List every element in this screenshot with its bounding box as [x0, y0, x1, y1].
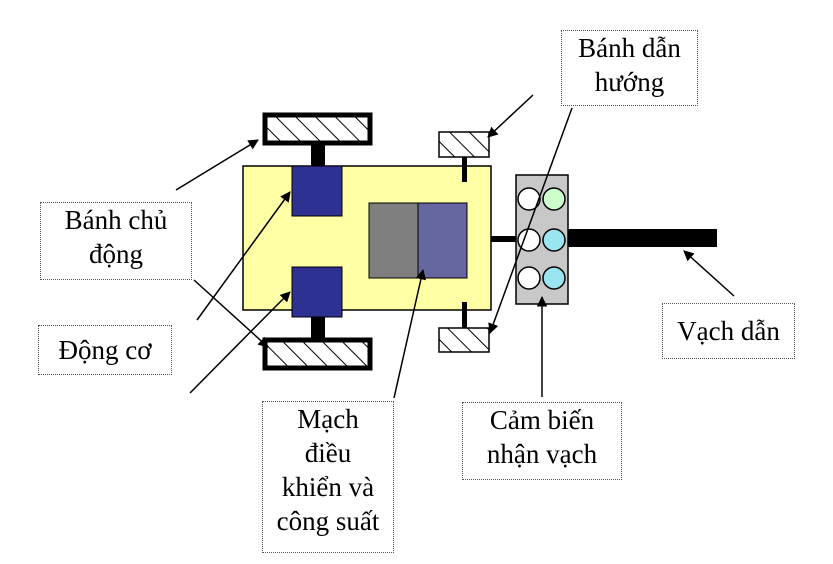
- leader-drive-wheel-bottom: [193, 279, 269, 348]
- leader-guide-line: [683, 250, 735, 297]
- leader-control-circuit: [393, 268, 427, 399]
- sensor-led: [517, 187, 541, 211]
- sensor-led: [542, 266, 566, 290]
- leader-motor-bottom: [189, 291, 291, 394]
- leader-steer-wheel-bottom: [488, 107, 573, 334]
- leader-steer-wheel-top: [487, 94, 534, 138]
- sensor-led: [542, 187, 566, 211]
- steer-shaft-bottom: [462, 302, 467, 328]
- guide-line: [565, 229, 717, 247]
- steer-wheel-top: [438, 131, 490, 158]
- sensor-led: [542, 228, 566, 252]
- drive-wheel-top: [262, 112, 373, 146]
- motor-top: [291, 165, 343, 217]
- sensor-led: [517, 228, 541, 252]
- label-drive-wheel: Bánh chủ động: [40, 202, 192, 280]
- steer-shaft-top: [462, 157, 467, 182]
- steer-wheel-bottom: [438, 327, 490, 353]
- control-board-right: [417, 202, 468, 279]
- drive-wheel-bottom: [262, 337, 373, 371]
- label-steer-wheel: Bánh dẫn hướng: [561, 30, 698, 106]
- leader-motor-top: [196, 191, 291, 321]
- sensor-led: [517, 266, 541, 290]
- control-board-left: [368, 202, 419, 279]
- axle-bottom: [311, 316, 325, 340]
- sensor-connector: [491, 236, 516, 242]
- label-control-circuit: Mạch điều khiển và công suất: [262, 401, 394, 553]
- motor-bottom: [291, 266, 343, 318]
- label-guide-line: Vạch dẫn: [662, 303, 795, 359]
- axle-top: [311, 143, 325, 167]
- leader-drive-wheel-top: [175, 139, 259, 191]
- label-line-sensor: Cảm biến nhận vạch: [462, 402, 622, 480]
- label-motor: Động cơ: [38, 325, 172, 375]
